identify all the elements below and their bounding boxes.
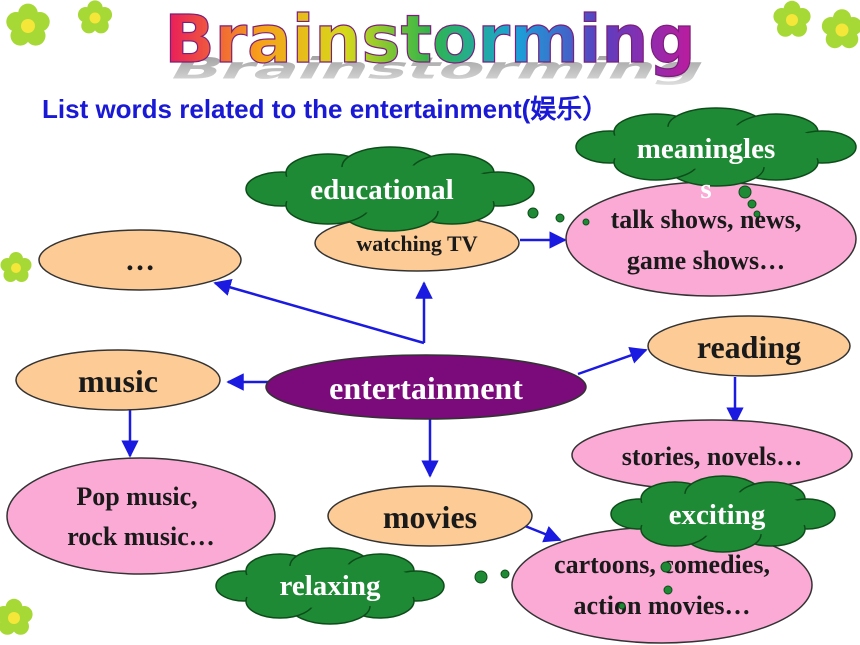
node-music: music <box>15 349 221 411</box>
thought-dot <box>527 207 539 219</box>
svg-text:Pop music,: Pop music, <box>76 482 197 511</box>
flower-icon <box>6 3 50 46</box>
node-entertainment: entertainment <box>265 354 587 420</box>
svg-text:reading: reading <box>697 329 801 365</box>
svg-text:game shows…: game shows… <box>627 246 785 275</box>
flower-icon <box>77 0 113 34</box>
page-title: Brainstorming <box>164 1 695 78</box>
node-tv-examples: talk shows, news, game shows… <box>565 181 857 297</box>
thought-dot <box>747 199 757 209</box>
thought-dot <box>663 585 673 595</box>
flower-icon <box>0 252 32 282</box>
title-reflection: Brainstorming <box>163 52 713 87</box>
svg-text:movies: movies <box>383 499 477 535</box>
thought-dot <box>582 218 590 226</box>
thought-dot <box>555 213 565 223</box>
node-movies: movies <box>327 485 533 547</box>
thought-dot <box>474 570 488 584</box>
arrow-to-movie-examples <box>524 524 562 543</box>
svg-text:talk shows, news,: talk shows, news, <box>611 205 802 234</box>
node-ellipsis: … <box>38 229 242 291</box>
cloud-exciting: exciting <box>610 475 836 553</box>
flower-icon <box>773 0 811 37</box>
svg-text:action movies…: action movies… <box>574 591 751 620</box>
svg-text:rock music…: rock music… <box>67 522 215 551</box>
node-music-examples: Pop music, rock music… <box>6 457 276 575</box>
svg-text:entertainment: entertainment <box>329 370 523 406</box>
svg-text:meaningles: meaningles <box>637 133 776 165</box>
cloud-educational: educational <box>245 146 535 232</box>
svg-text:relaxing: relaxing <box>280 570 381 602</box>
node-reading: reading <box>647 315 851 377</box>
svg-text:educational: educational <box>310 174 453 206</box>
svg-text:…: … <box>125 244 155 277</box>
cloud-relaxing: relaxing <box>215 547 445 625</box>
thought-dot <box>500 569 510 579</box>
thought-dot <box>660 561 672 573</box>
thought-dot <box>618 602 626 610</box>
thought-dot <box>753 210 761 218</box>
svg-text:stories, novels…: stories, novels… <box>622 442 803 471</box>
flower-icon <box>821 9 860 49</box>
arrow-to-ellipsis <box>213 278 425 345</box>
svg-text:watching TV: watching TV <box>356 231 477 256</box>
svg-text:exciting: exciting <box>669 499 766 531</box>
svg-text:music: music <box>78 363 158 399</box>
flower-icon <box>0 598 33 635</box>
arrow-to-reading <box>577 346 648 376</box>
cloud-meaningless: meaningles <box>575 107 857 187</box>
subtitle: List words related to the entertainment(… <box>42 94 608 124</box>
cloud-meaningless-wrap: s <box>700 173 711 205</box>
thought-dot <box>738 185 752 199</box>
